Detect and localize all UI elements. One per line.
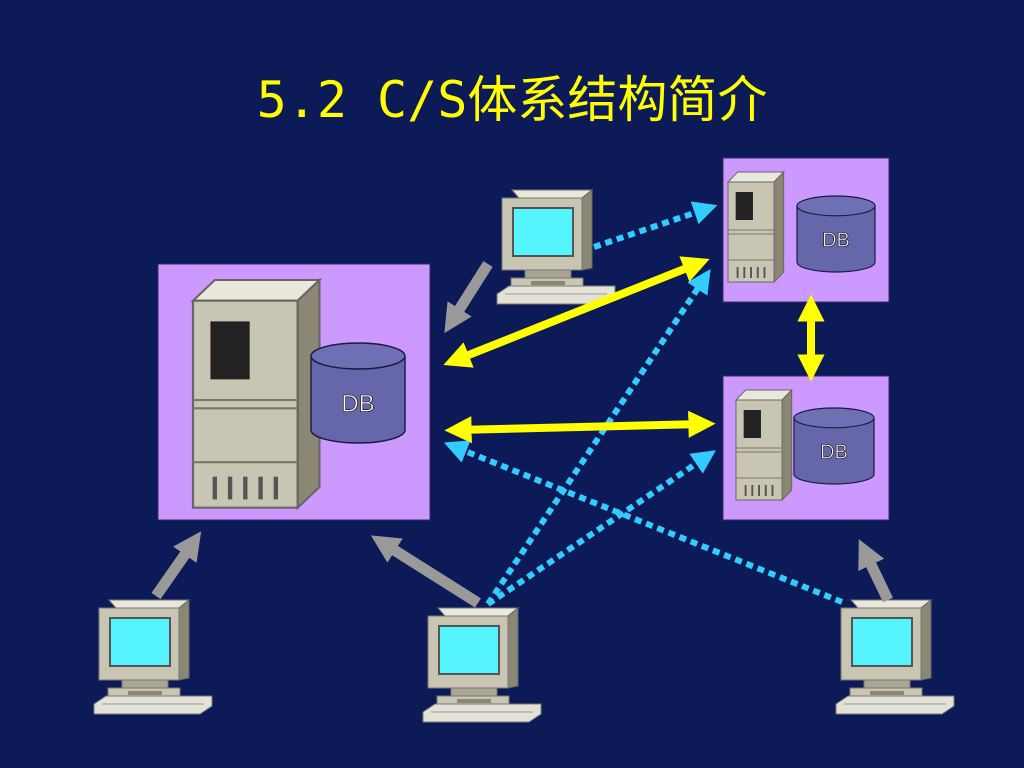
request-arrow-bottom-left-client (151, 531, 202, 600)
link-main-server-server-2 (443, 256, 710, 368)
access-line-right-client-to-main-server (443, 440, 844, 605)
server-3-db-label: DB (820, 441, 848, 463)
server-3: DB (722, 375, 890, 521)
main-server: DB (157, 263, 431, 521)
server-2-tower-icon (727, 171, 785, 283)
client-pc-bottom-center-icon (422, 607, 542, 723)
server-3-tower-icon (735, 389, 793, 501)
link-main-server-server-3 (444, 410, 716, 444)
server-2-db-label: DB (822, 229, 850, 251)
client-pc-bottom-left-icon (93, 599, 213, 715)
request-arrow-bottom-right-client (858, 539, 893, 603)
request-arrow-top-client (444, 261, 493, 334)
access-line-top-client-to-server-2 (593, 201, 718, 250)
main-server-tower-icon (193, 280, 319, 508)
access-line-center-client-to-server-2 (485, 269, 711, 606)
access-line-center-client-to-server-3 (486, 450, 716, 607)
main-db-label: DB (341, 390, 374, 417)
client-pc-bottom-right-icon (835, 599, 955, 715)
server-2: DB (722, 157, 890, 303)
slide-title: 5.2 C/S体系结构简介 (256, 71, 768, 129)
request-arrow-bottom-center-client (370, 535, 481, 608)
